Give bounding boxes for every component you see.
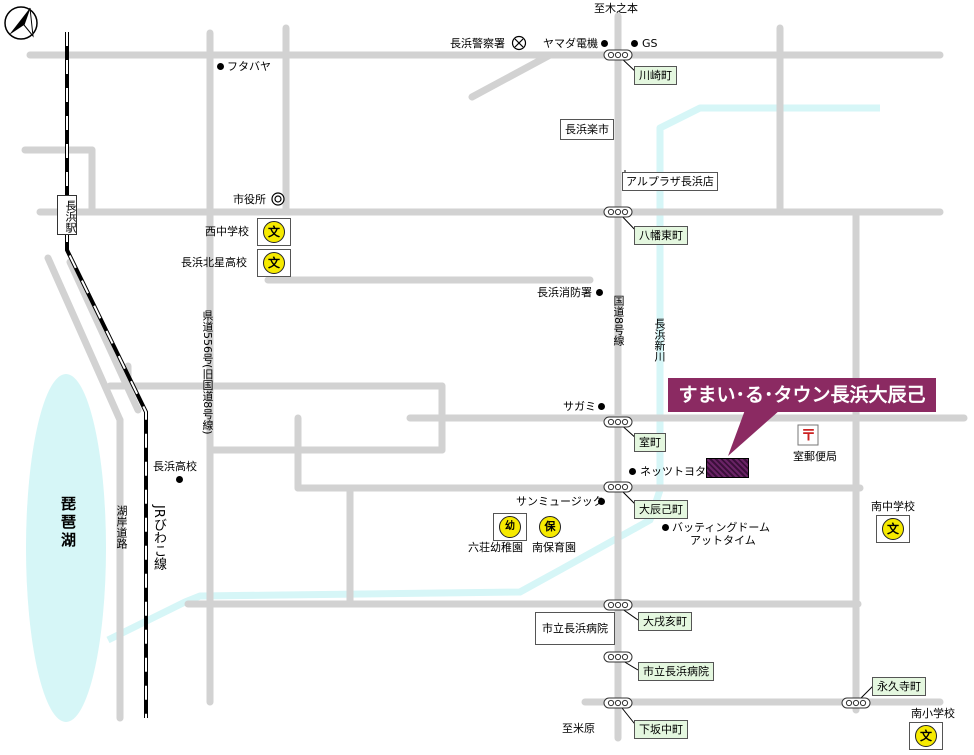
school-icon: 文 <box>876 515 910 543</box>
police-label: 長浜警察署 <box>450 37 505 50</box>
direction-north: 至木之本 <box>594 2 638 15</box>
fire-station-label: 長浜消防署 <box>537 286 592 299</box>
nishi-school-label: 西中学校 <box>205 225 249 238</box>
signal-label-eikyuji: 永久寺町 <box>872 677 926 696</box>
post-office-icon <box>797 424 819 446</box>
lake <box>26 374 106 722</box>
rakuichi-box: 長浜楽市 <box>560 119 614 140</box>
post-office-label: 室郵便局 <box>793 450 837 463</box>
sunmusic-label: サンミュージック <box>516 495 604 508</box>
prefectural-route-label: 県道556号(旧国道8号線) <box>201 310 214 435</box>
yamada-label: ヤマダ電機 <box>543 37 598 50</box>
school-icon: 文 <box>257 218 291 246</box>
kindergarten-icon: 幼 <box>493 513 527 541</box>
river <box>106 104 880 644</box>
signal-label-hospital: 市立長浜病院 <box>638 662 714 681</box>
nursery-icon: 保 <box>539 516 561 538</box>
city-hall-icon <box>271 192 285 206</box>
railway-line-dash <box>66 32 147 718</box>
nagahama-hs-label: 長浜高校 <box>153 460 197 473</box>
minami-sho-label: 南小学校 <box>911 707 955 720</box>
national-route-label: 国道8号線 <box>612 295 625 346</box>
sagami-dot <box>598 403 605 410</box>
signal-label-kawasaki: 川崎町 <box>634 66 677 85</box>
netz-label: ネッツトヨタ <box>640 465 706 478</box>
lake-label: 琵琶湖 <box>59 496 77 550</box>
post-office-symbol: 〒 <box>801 426 817 444</box>
sagami-label: サガミ <box>563 400 596 413</box>
map-title-banner: すまい･る･タウン長浜大辰己 <box>668 378 936 412</box>
north-arrow-icon <box>4 6 38 40</box>
nagahama-hs-dot <box>176 476 183 483</box>
alplaza-box: アルプラザ長浜店 <box>622 172 718 191</box>
cityhall-label: 市役所 <box>233 193 266 206</box>
signal-label-otatsumi: 大辰己町 <box>634 500 688 519</box>
gs-dot <box>631 40 638 47</box>
hospital-box: 市立長浜病院 <box>535 612 615 645</box>
road-network <box>21 12 968 742</box>
river-label: 長浜新川 <box>653 318 666 362</box>
property-site-marker <box>706 458 749 478</box>
fire-station-dot <box>596 289 603 296</box>
minami-chu-label: 南中学校 <box>871 500 915 513</box>
direction-south: 至米原 <box>562 722 595 735</box>
station-label: 長浜駅 <box>57 195 77 235</box>
batting-label-1: バッティングドーム <box>672 521 771 534</box>
hokusei-school-label: 長浜北星高校 <box>181 256 247 269</box>
lakeside-road-label: 湖岸道路 <box>115 505 128 549</box>
nursery-label: 南保育園 <box>532 541 576 554</box>
banner-pointer <box>728 410 780 456</box>
school-icon: 文 <box>909 722 943 750</box>
school-icon: 文 <box>257 249 291 277</box>
jr-line-label: JRびわこ線 <box>151 505 166 570</box>
yamada-dot <box>601 40 608 47</box>
kindergarten-label: 六荘幼稚園 <box>468 541 523 554</box>
signal-label-hachiman: 八幡東町 <box>634 226 688 245</box>
batting-label-2: アットタイム <box>690 534 756 547</box>
traffic-signal-icons <box>603 49 871 709</box>
batting-dot <box>662 524 669 531</box>
signal-label-muro: 室町 <box>634 433 666 452</box>
signal-label-shimosaka: 下坂中町 <box>634 720 688 739</box>
police-icon <box>511 35 527 51</box>
sunmusic-dot <box>598 498 605 505</box>
futabaya-label: フタバヤ <box>227 60 271 73</box>
netz-dot <box>629 468 636 475</box>
futabaya-dot <box>217 63 224 70</box>
gs-label: GS <box>642 37 658 50</box>
signal-label-oinui: 大戌亥町 <box>638 612 692 631</box>
